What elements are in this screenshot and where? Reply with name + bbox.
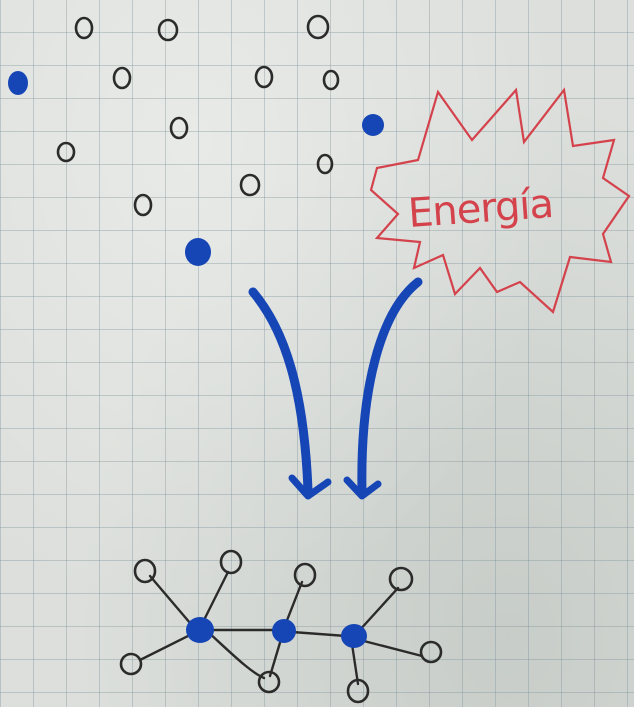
bond — [206, 630, 266, 680]
bond — [148, 574, 198, 632]
hydrogen-atom — [56, 141, 76, 163]
carbon-atom — [185, 238, 211, 266]
hydrogen-atom — [239, 173, 261, 197]
hydrogen-atom — [346, 678, 370, 704]
molecule-bonds — [138, 570, 424, 686]
hydrogen-atom — [419, 640, 443, 664]
bond — [358, 638, 424, 658]
left-arrow-head — [288, 474, 332, 500]
hydrogen-atom — [322, 69, 340, 91]
free-carbon-atoms — [8, 71, 384, 266]
bond — [356, 586, 400, 634]
molecule-carbons — [186, 617, 367, 648]
hydrogen-atom — [169, 116, 189, 140]
hydrogen-atom — [112, 66, 132, 90]
carbon-atom — [186, 617, 214, 643]
carbon-atom — [341, 624, 367, 648]
hydrogen-atom — [219, 549, 243, 575]
carbon-atom — [362, 114, 384, 136]
energy-starburst — [369, 87, 631, 314]
hydrogen-atom — [254, 65, 274, 89]
hydrogen-atom — [257, 670, 281, 694]
bond — [268, 634, 284, 678]
hydrogen-atom — [74, 16, 94, 40]
bond — [350, 642, 360, 686]
product-molecule — [119, 549, 443, 704]
left-arrow-shaft — [248, 287, 313, 495]
free-hydrogen-atoms — [56, 14, 340, 217]
bond — [290, 630, 348, 638]
hydrogen-atom — [133, 193, 153, 217]
bond — [138, 630, 198, 662]
right-arrow-shaft — [357, 277, 423, 497]
hydrogen-atom — [316, 153, 334, 175]
hydrogen-atom — [306, 14, 330, 40]
hydrogen-atom — [133, 558, 157, 584]
carbon-atom — [272, 619, 296, 643]
hydrogen-atom — [119, 652, 143, 676]
hydrogen-atom — [293, 562, 317, 588]
hydrogen-atom — [157, 18, 179, 42]
hydrogen-atom — [388, 566, 414, 592]
molecule-hydrogens — [119, 549, 443, 704]
right-arrow-head — [343, 476, 382, 500]
reaction-arrows — [248, 277, 423, 500]
carbon-atom — [8, 71, 28, 95]
